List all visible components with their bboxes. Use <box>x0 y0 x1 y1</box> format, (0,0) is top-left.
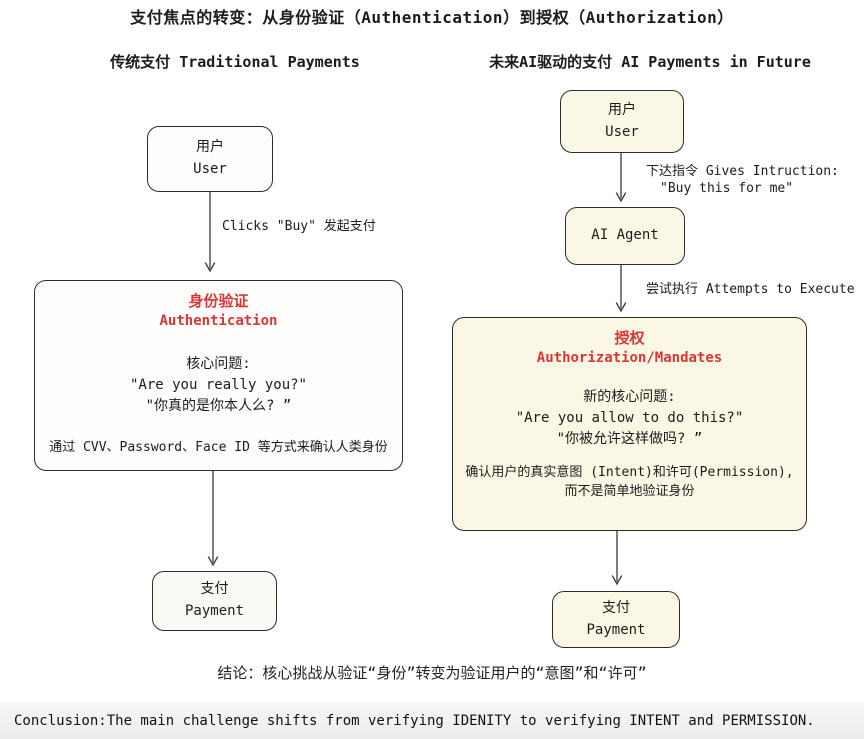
arrow-left-auth-to-payment <box>207 470 219 567</box>
right-payment-label-zh: 支付 <box>602 599 630 616</box>
right-user-label-en: User <box>605 123 639 140</box>
authentication-node: 身份验证 Authentication 核心问题: "Are you reall… <box>34 280 403 471</box>
page-title: 支付焦点的转变：从身份验证（Authentication）到授权（Authori… <box>130 8 734 27</box>
arrow-right-user-to-agent <box>615 152 627 203</box>
right-column-header: 未来AI驱动的支付 AI Payments in Future <box>489 53 811 71</box>
authorization-node: 授权 Authorization/Mandates 新的核心问题: "Are y… <box>452 317 807 531</box>
right-user-label-zh: 用户 <box>608 101 636 118</box>
left-arrow1-label: Clicks "Buy" 发起支付 <box>222 219 376 234</box>
arrow-left-user-to-auth <box>204 191 216 273</box>
left-user-label-zh: 用户 <box>196 139 224 156</box>
authorization-title-en: Authorization/Mandates <box>536 350 723 366</box>
conclusion-english: Conclusion:The main challenge shifts fro… <box>14 712 815 729</box>
instruction-label-line1: 下达指令 Gives Intruction: <box>646 164 839 179</box>
right-user-node: 用户 User <box>560 90 684 153</box>
left-user-label-en: User <box>193 161 227 177</box>
arrow-right-authz-to-payment <box>611 530 623 586</box>
authentication-title-en: Authentication <box>159 313 278 329</box>
ai-agent-node: AI Agent <box>565 207 685 265</box>
left-user-node: 用户 User <box>147 126 273 192</box>
right-payment-label-en: Payment <box>586 621 646 638</box>
auth-question-label: 核心问题: <box>186 355 251 372</box>
auth-question-zh: "你真的是你本人么? ” <box>145 397 292 414</box>
instruction-label-line2: "Buy this for me" <box>660 180 794 196</box>
auth-question-en: "Are you really you?" <box>129 376 307 393</box>
left-payment-label-en: Payment <box>184 603 244 619</box>
conclusion-chinese: 结论：核心挑战从验证“身份”转变为验证用户的“意图”和“许可” <box>217 664 647 682</box>
authentication-title-zh: 身份验证 <box>188 292 249 310</box>
authz-note-line2: 而不是简单地验证身份 <box>564 484 695 500</box>
authz-question-en: "Are you allow to do this?" <box>515 409 744 426</box>
conclusion-band: Conclusion:The main challenge shifts fro… <box>0 702 864 739</box>
authorization-title-zh: 授权 <box>614 329 645 347</box>
authz-question-zh: "你被允许这样做吗? ” <box>556 430 703 447</box>
authz-question-label: 新的核心问题: <box>583 388 676 405</box>
auth-method-note: 通过 CVV、Password、Face ID 等方式来确认人类身份 <box>49 440 388 456</box>
left-payment-node: 支付 Payment <box>152 571 277 631</box>
arrow-right-agent-to-authz <box>615 264 627 313</box>
right-payment-node: 支付 Payment <box>552 591 680 648</box>
left-column-header: 传统支付 Traditional Payments <box>110 53 360 71</box>
ai-agent-label: AI Agent <box>591 227 659 244</box>
right-arrow2-label: 尝试执行 Attempts to Execute <box>646 282 855 297</box>
authz-note-line1: 确认用户的真实意图 (Intent)和许可(Permission), <box>465 465 794 481</box>
right-arrow1-label: 下达指令 Gives Intruction: "Buy this for me" <box>646 164 839 198</box>
left-payment-label-zh: 支付 <box>200 581 229 598</box>
